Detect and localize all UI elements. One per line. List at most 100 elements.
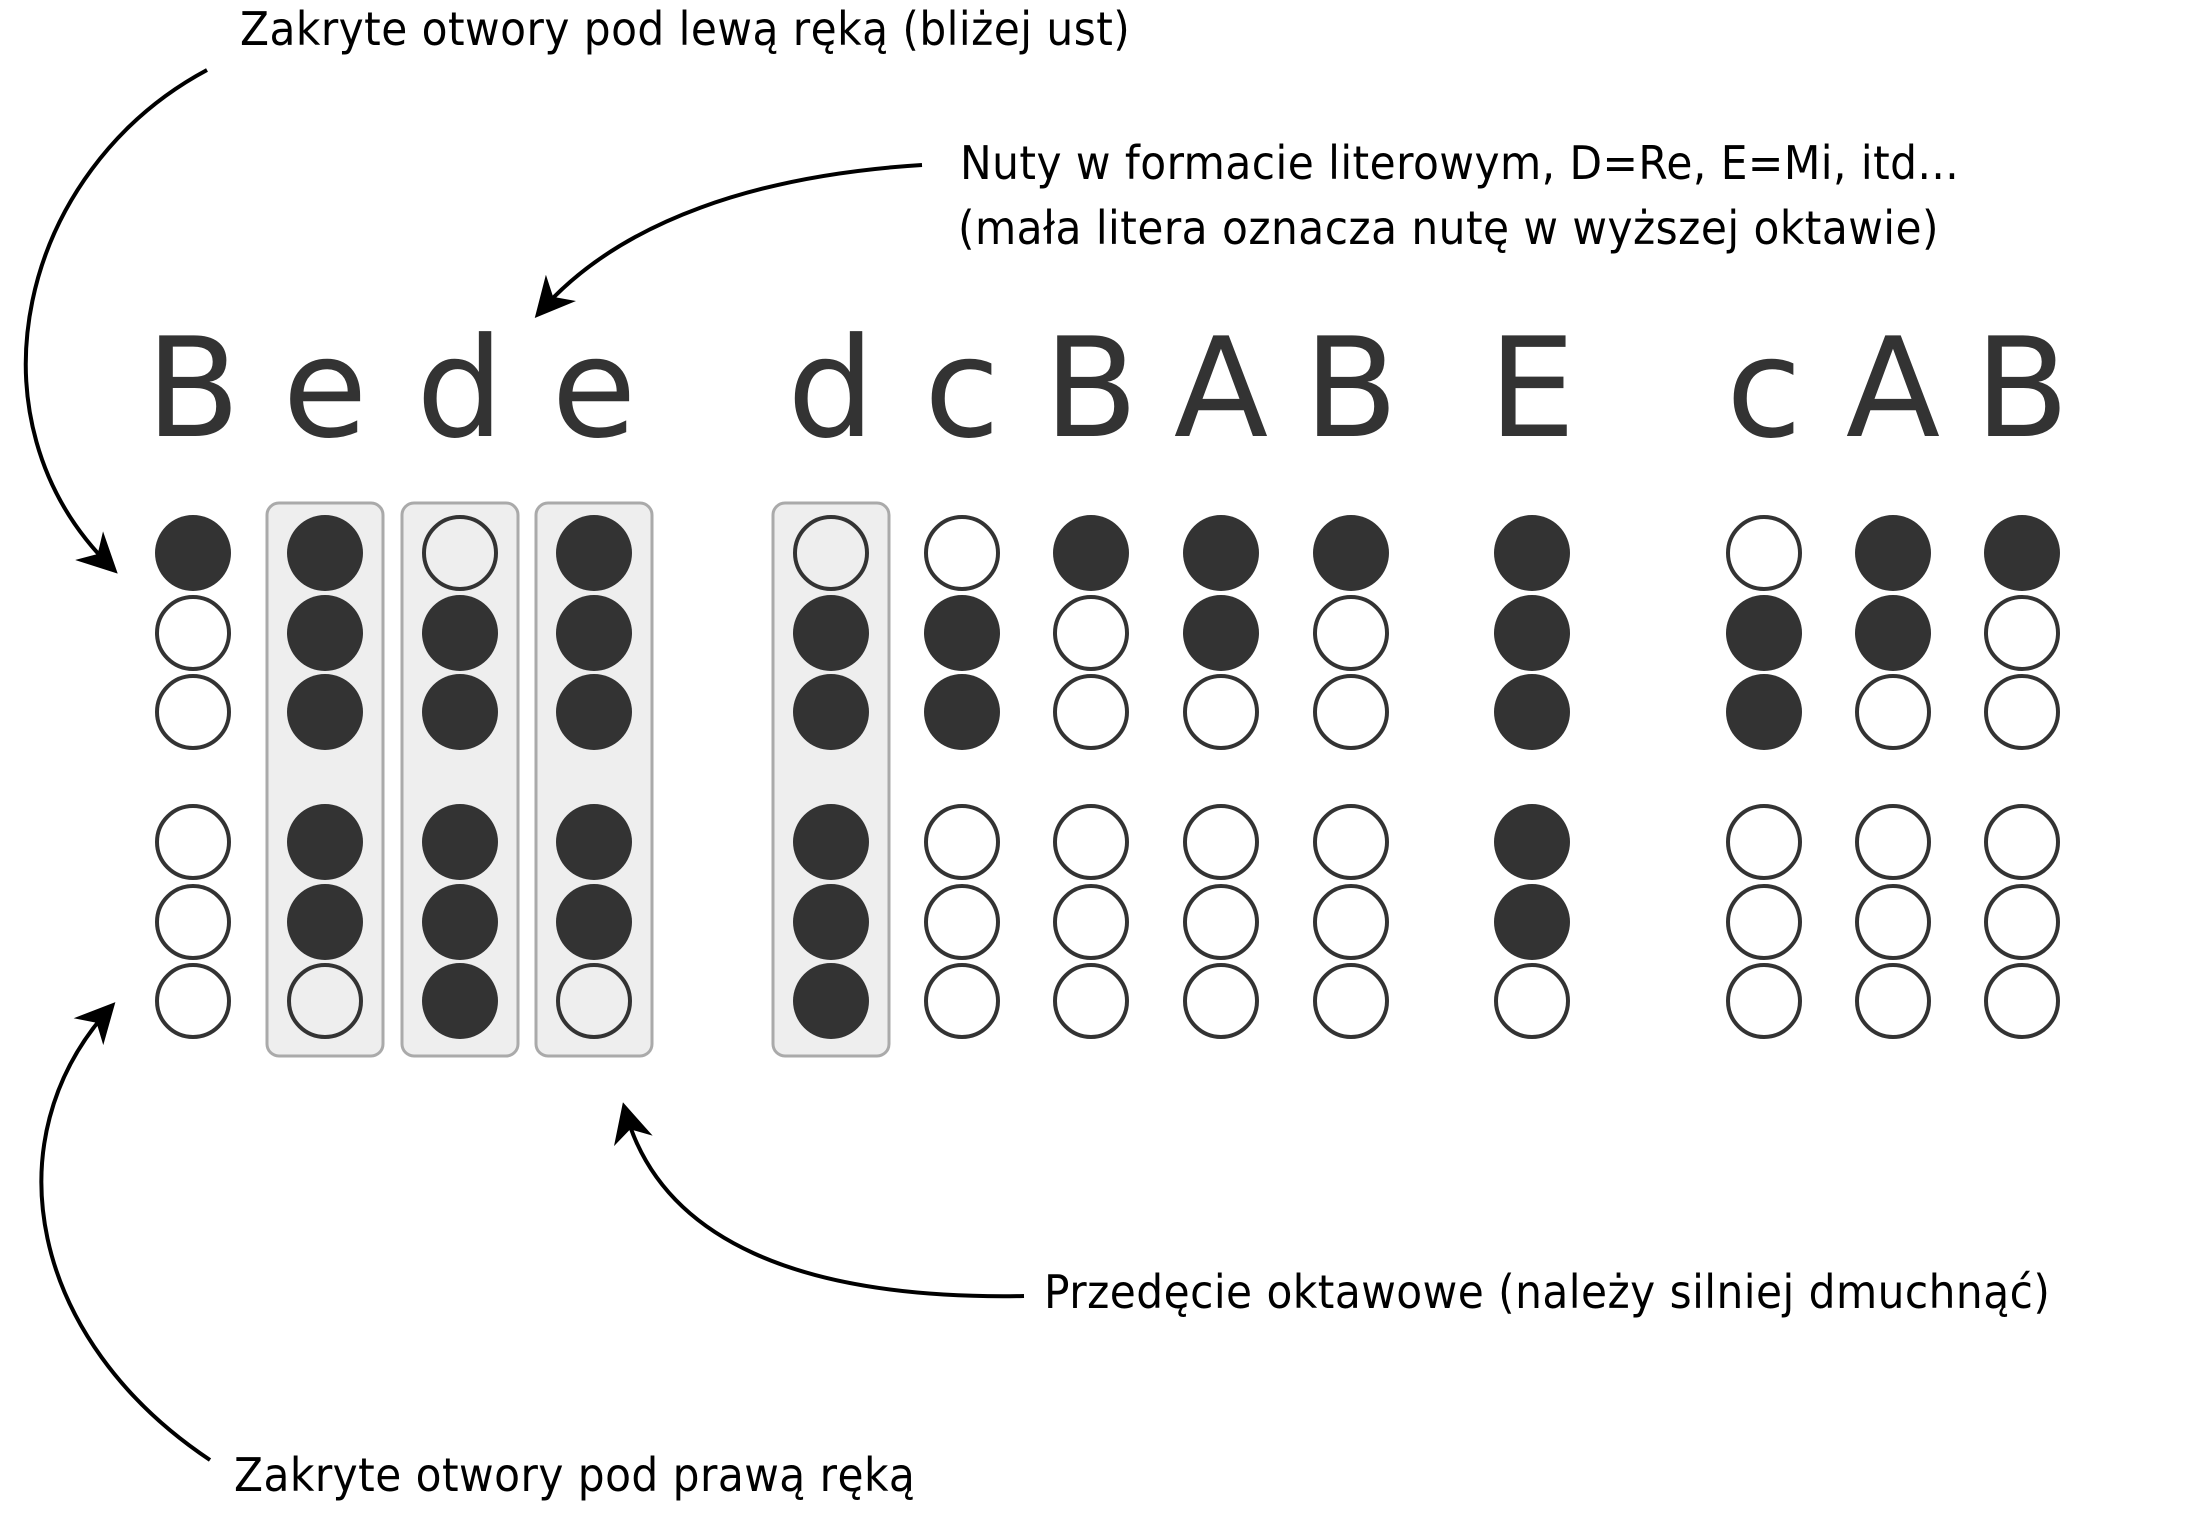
open-hole-icon bbox=[155, 595, 231, 671]
open-hole-icon bbox=[1726, 963, 1802, 1039]
note-letter: A bbox=[1846, 308, 1940, 469]
open-hole-icon bbox=[1313, 674, 1389, 750]
open-hole-icon bbox=[155, 674, 231, 750]
closed-hole-icon bbox=[793, 804, 869, 880]
closed-hole-icon bbox=[793, 674, 869, 750]
open-hole-icon bbox=[1855, 963, 1931, 1039]
note-column: A bbox=[1174, 308, 1268, 1039]
note-letter: B bbox=[1304, 308, 1399, 469]
open-hole-icon bbox=[1053, 674, 1129, 750]
note-column: B bbox=[1044, 308, 1139, 1039]
note-letter: c bbox=[924, 308, 1000, 469]
closed-hole-icon bbox=[287, 674, 363, 750]
closed-hole-icon bbox=[1494, 595, 1570, 671]
open-hole-icon bbox=[924, 963, 1000, 1039]
note-letter: B bbox=[1975, 308, 2070, 469]
open-hole-icon bbox=[924, 515, 1000, 591]
closed-hole-icon bbox=[422, 884, 498, 960]
note-letter: d bbox=[416, 308, 504, 469]
open-hole-icon bbox=[287, 963, 363, 1039]
notation-label-line2: (mała litera oznacza nutę w wyższej okta… bbox=[958, 201, 1940, 255]
closed-hole-icon bbox=[793, 595, 869, 671]
open-hole-icon bbox=[422, 515, 498, 591]
note-column: A bbox=[1846, 308, 1940, 1039]
note-column: d bbox=[771, 308, 891, 1058]
closed-hole-icon bbox=[1984, 515, 2060, 591]
closed-hole-icon bbox=[556, 674, 632, 750]
open-hole-icon bbox=[1313, 804, 1389, 880]
closed-hole-icon bbox=[924, 674, 1000, 750]
open-hole-icon bbox=[1183, 884, 1259, 960]
open-hole-icon bbox=[1726, 804, 1802, 880]
open-hole-icon bbox=[1984, 963, 2060, 1039]
open-hole-icon bbox=[155, 884, 231, 960]
closed-hole-icon bbox=[1494, 515, 1570, 591]
note-column: B bbox=[1975, 308, 2070, 1039]
open-hole-icon bbox=[1855, 674, 1931, 750]
open-hole-icon bbox=[1855, 804, 1931, 880]
note-letter: d bbox=[787, 308, 875, 469]
open-hole-icon bbox=[1313, 963, 1389, 1039]
closed-hole-icon bbox=[422, 804, 498, 880]
notation-label-line1: Nuty w formacie literowym, D=Re, E=Mi, i… bbox=[960, 136, 1960, 190]
closed-hole-icon bbox=[1053, 515, 1129, 591]
note-column: d bbox=[400, 308, 520, 1058]
note-column: E bbox=[1488, 308, 1576, 1039]
note-column: B bbox=[146, 308, 240, 1039]
note-letter: E bbox=[1488, 308, 1575, 469]
open-hole-icon bbox=[1984, 674, 2060, 750]
closed-hole-icon bbox=[556, 515, 632, 591]
note-letter: e bbox=[283, 308, 368, 469]
open-hole-icon bbox=[155, 804, 231, 880]
open-hole-icon bbox=[556, 963, 632, 1039]
note-column: c bbox=[1726, 308, 1802, 1039]
overblow-label: Przedęcie oktawowe (należy silniej dmuch… bbox=[1044, 1265, 2051, 1319]
open-hole-icon bbox=[1053, 804, 1129, 880]
open-hole-icon bbox=[924, 804, 1000, 880]
closed-hole-icon bbox=[422, 674, 498, 750]
closed-hole-icon bbox=[924, 595, 1000, 671]
arrow-right-hand bbox=[39, 1002, 212, 1462]
closed-hole-icon bbox=[287, 515, 363, 591]
closed-hole-icon bbox=[1183, 515, 1259, 591]
arrow-left-hand bbox=[24, 68, 208, 574]
open-hole-icon bbox=[1494, 963, 1570, 1039]
closed-hole-icon bbox=[556, 884, 632, 960]
open-hole-icon bbox=[1053, 595, 1129, 671]
note-letter: c bbox=[1726, 308, 1802, 469]
closed-hole-icon bbox=[793, 963, 869, 1039]
closed-hole-icon bbox=[287, 804, 363, 880]
arrow-notation bbox=[534, 163, 923, 319]
note-letter: B bbox=[1044, 308, 1139, 469]
open-hole-icon bbox=[1183, 804, 1259, 880]
closed-hole-icon bbox=[1855, 515, 1931, 591]
closed-hole-icon bbox=[793, 884, 869, 960]
closed-hole-icon bbox=[1726, 595, 1802, 671]
closed-hole-icon bbox=[155, 515, 231, 591]
open-hole-icon bbox=[1726, 884, 1802, 960]
closed-hole-icon bbox=[1494, 804, 1570, 880]
closed-hole-icon bbox=[556, 595, 632, 671]
note-letter: A bbox=[1174, 308, 1268, 469]
note-column: c bbox=[924, 308, 1000, 1039]
open-hole-icon bbox=[793, 515, 869, 591]
open-hole-icon bbox=[1984, 595, 2060, 671]
closed-hole-icon bbox=[1726, 674, 1802, 750]
note-column: e bbox=[534, 308, 654, 1058]
closed-hole-icon bbox=[1313, 515, 1389, 591]
closed-hole-icon bbox=[1494, 674, 1570, 750]
closed-hole-icon bbox=[1855, 595, 1931, 671]
open-hole-icon bbox=[1726, 515, 1802, 591]
open-hole-icon bbox=[1984, 804, 2060, 880]
open-hole-icon bbox=[1313, 595, 1389, 671]
closed-hole-icon bbox=[287, 595, 363, 671]
closed-hole-icon bbox=[1494, 884, 1570, 960]
closed-hole-icon bbox=[556, 804, 632, 880]
open-hole-icon bbox=[1053, 963, 1129, 1039]
closed-hole-icon bbox=[422, 595, 498, 671]
open-hole-icon bbox=[1855, 884, 1931, 960]
open-hole-icon bbox=[155, 963, 231, 1039]
note-column: B bbox=[1304, 308, 1399, 1039]
open-hole-icon bbox=[1183, 674, 1259, 750]
